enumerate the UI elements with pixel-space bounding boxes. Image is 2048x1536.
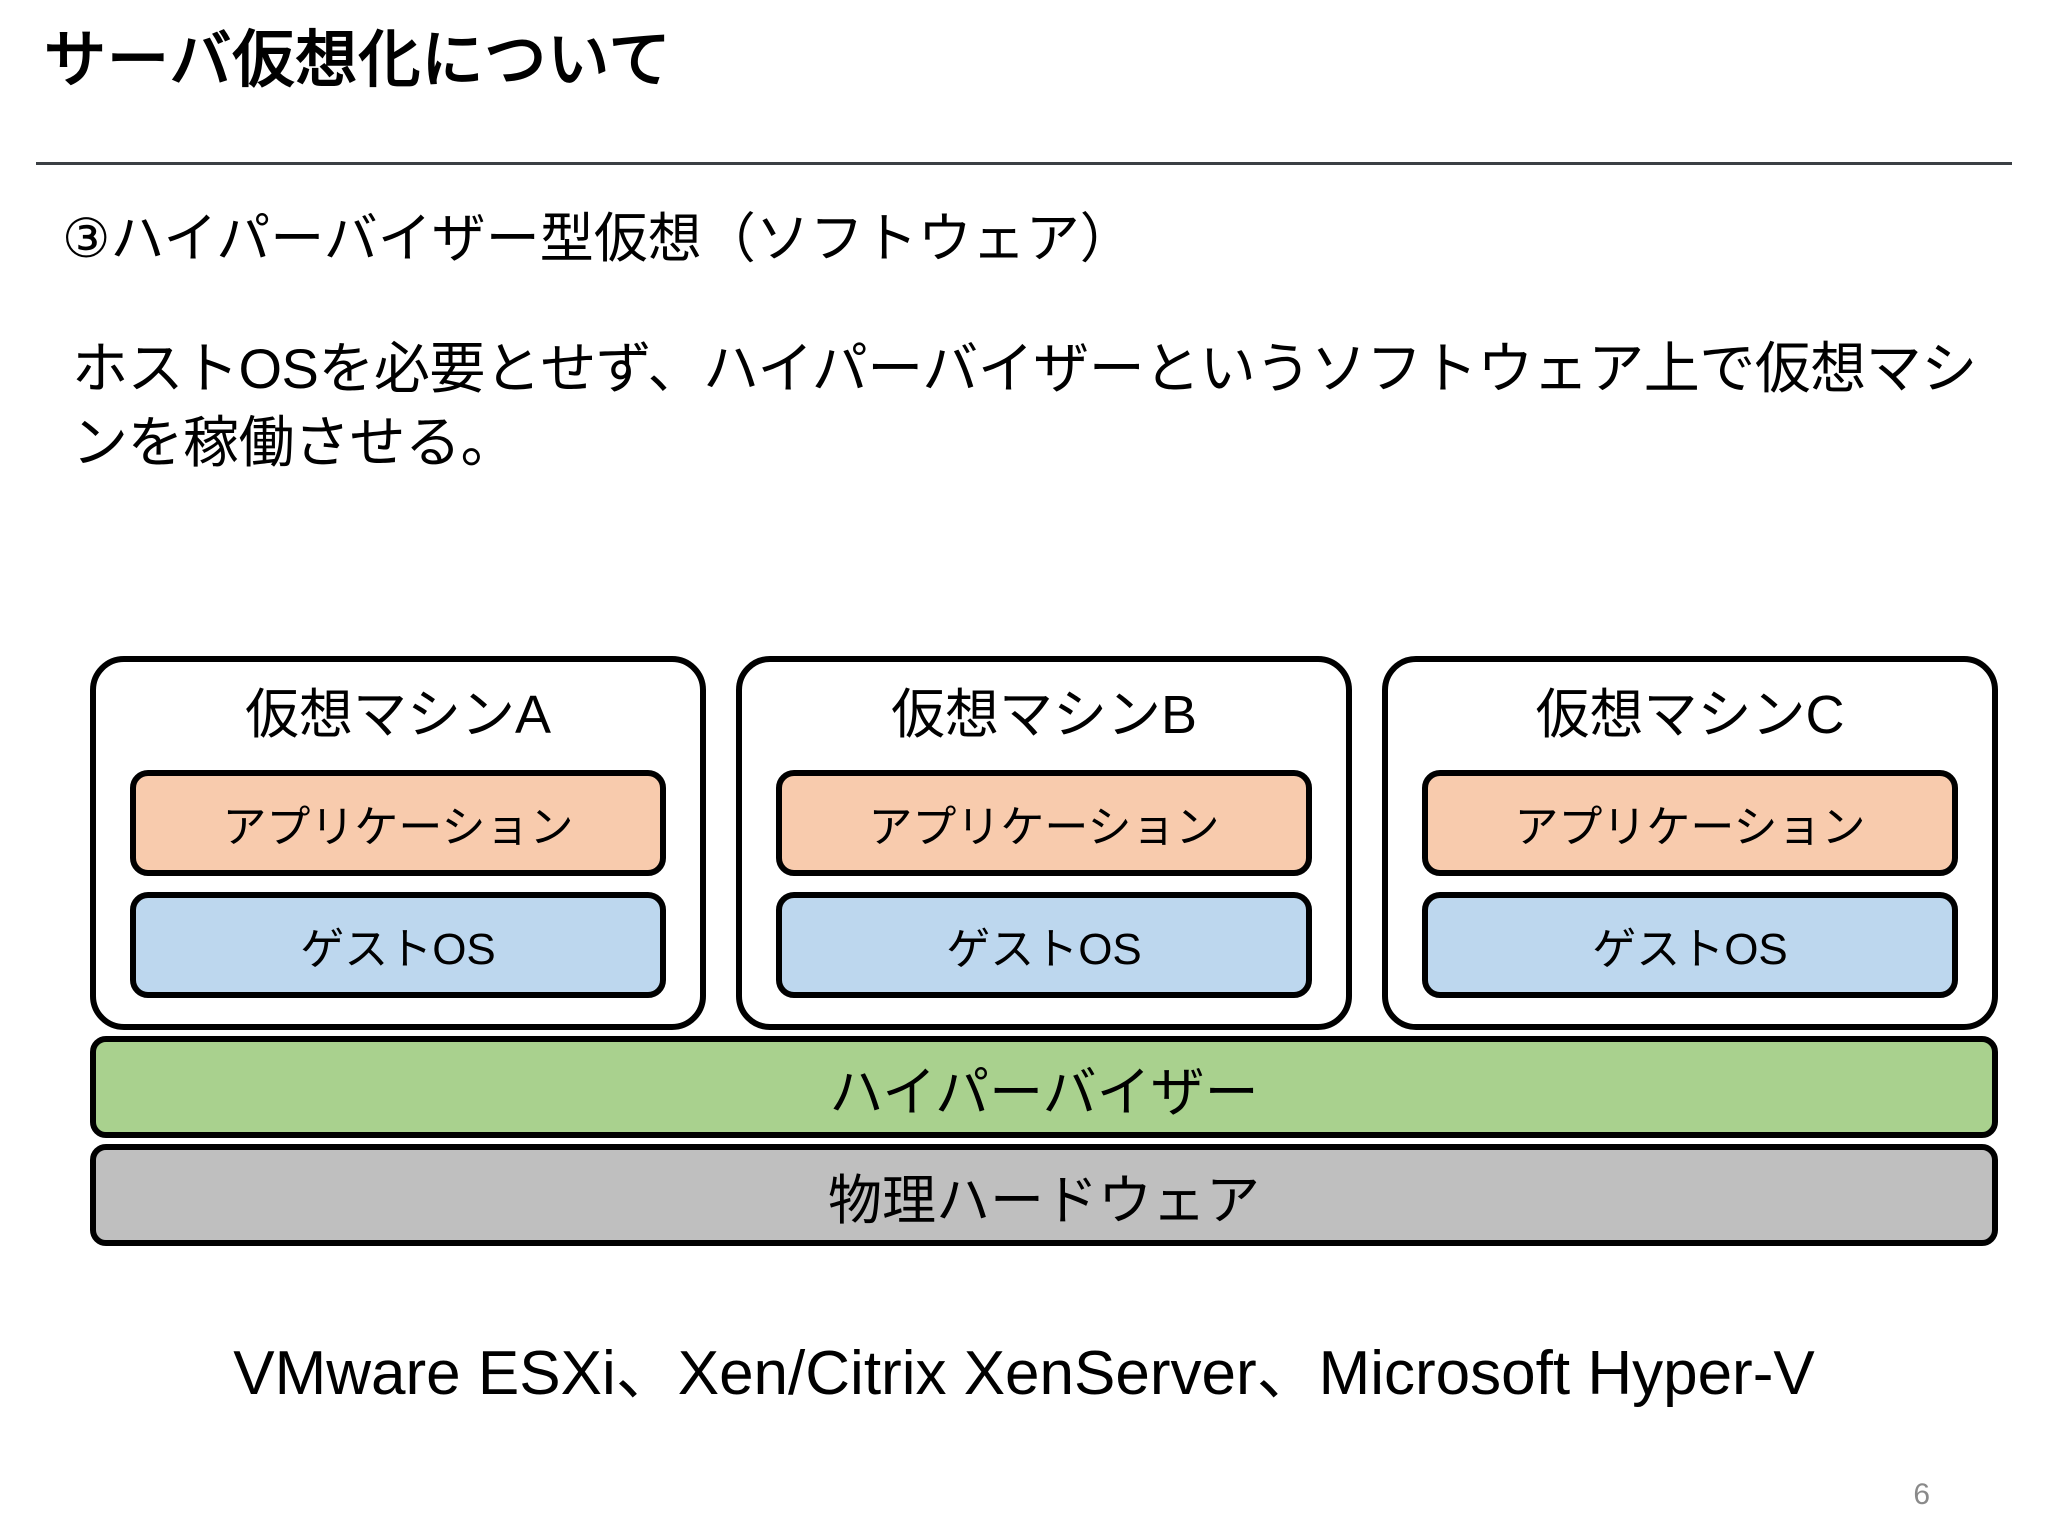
product-examples-caption: VMware ESXi、Xen/Citrix XenServer、Microso… bbox=[233, 1339, 1815, 1408]
virtual-machine-b: 仮想マシンB アプリケーション ゲストOS bbox=[736, 656, 1352, 1031]
virtual-machine-c: 仮想マシンC アプリケーション ゲストOS bbox=[1382, 656, 1998, 1031]
page-number: 6 bbox=[1913, 1478, 1930, 1511]
virtual-machine-row: 仮想マシンA アプリケーション ゲストOS 仮想マシンB アプリケーション ゲス… bbox=[90, 656, 1998, 1031]
physical-hardware-layer: 物理ハードウェア bbox=[90, 1144, 1998, 1247]
virtual-machine-a: 仮想マシンA アプリケーション ゲストOS bbox=[90, 656, 706, 1031]
virtualization-stack-diagram: 仮想マシンA アプリケーション ゲストOS 仮想マシンB アプリケーション ゲス… bbox=[90, 656, 1998, 1247]
virtual-machine-b-title: 仮想マシンB bbox=[890, 685, 1198, 745]
virtual-machine-a-application-layer: アプリケーション bbox=[130, 770, 666, 877]
virtual-machine-c-guest-os-layer: ゲストOS bbox=[1422, 892, 1958, 999]
body-text: ホストOSを必要とせず、ハイパーバイザーというソフトウェア上で仮想マシンを稼働さ… bbox=[72, 337, 1977, 474]
virtual-machine-c-title: 仮想マシンC bbox=[1535, 685, 1845, 745]
title-divider bbox=[36, 162, 2012, 165]
section-heading: ③ハイパーバイザー型仮想（ソフトウェア） bbox=[62, 209, 1134, 269]
virtual-machine-a-guest-os-layer: ゲストOS bbox=[130, 892, 666, 999]
virtual-machine-c-application-layer: アプリケーション bbox=[1422, 770, 1958, 877]
hypervisor-layer: ハイパーバイザー bbox=[90, 1036, 1998, 1139]
virtual-machine-b-application-layer: アプリケーション bbox=[776, 770, 1312, 877]
virtual-machine-a-title: 仮想マシンA bbox=[244, 685, 552, 745]
page-title: サーバ仮想化について bbox=[44, 26, 672, 95]
virtual-machine-b-guest-os-layer: ゲストOS bbox=[776, 892, 1312, 999]
